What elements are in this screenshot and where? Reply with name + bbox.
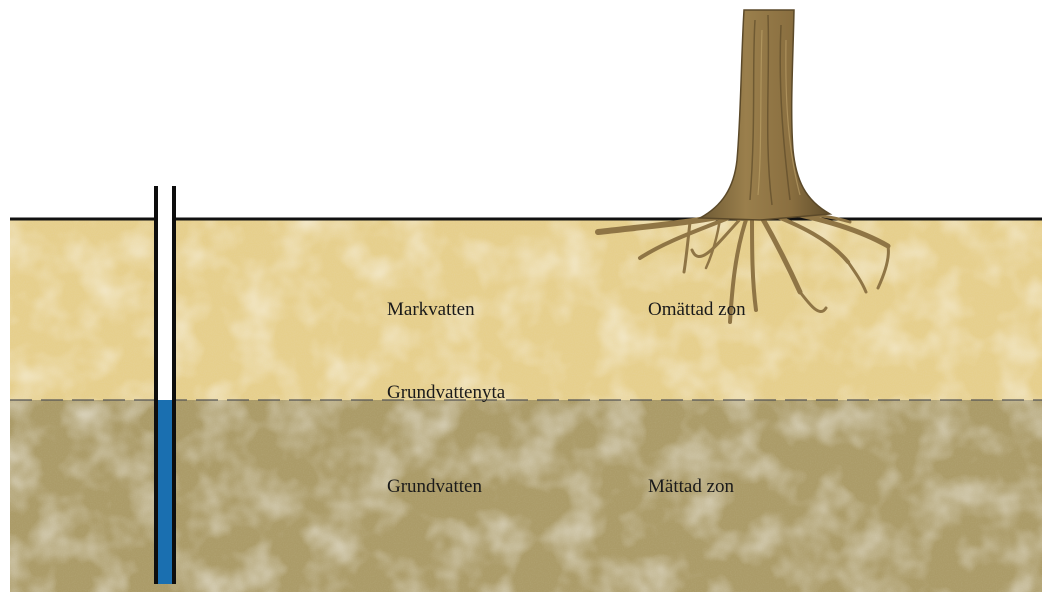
observation-well-icon — [156, 186, 174, 584]
saturated-zone-label: Mättad zon — [648, 477, 734, 496]
groundwater-table-label: Grundvattenyta — [387, 383, 505, 402]
groundwater-label: Grundvatten — [387, 477, 482, 496]
soil-water-label: Markvatten — [387, 300, 475, 319]
unsaturated-zone-label: Omättad zon — [648, 300, 746, 319]
